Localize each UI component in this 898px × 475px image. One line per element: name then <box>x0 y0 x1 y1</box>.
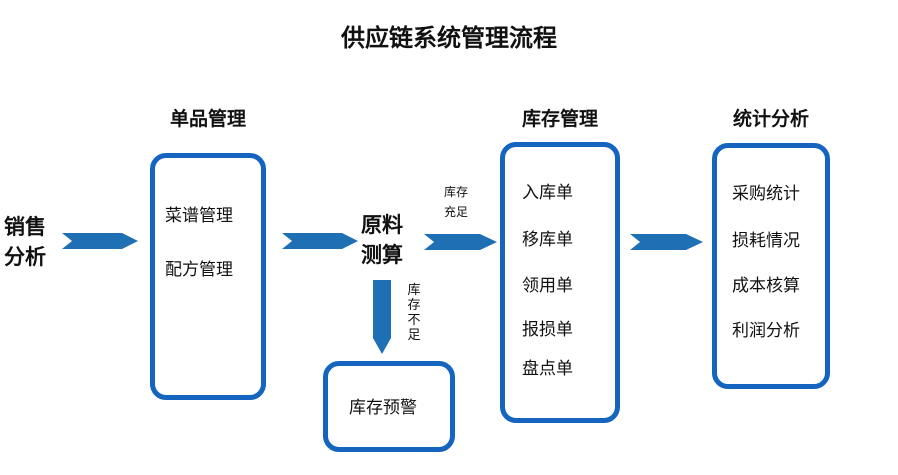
product-management-box: 菜谱管理 配方管理 <box>150 153 266 400</box>
stock-insufficient-char: 足 <box>407 328 421 343</box>
stock-insufficient-label: 库 存 不 足 <box>406 283 422 343</box>
stock-insufficient-char: 不 <box>407 313 421 328</box>
stock-insufficient-char: 存 <box>407 298 421 313</box>
statistics-analysis-box: 采购统计 损耗情况 成本核算 利润分析 <box>712 143 830 389</box>
arrow-sales-to-product <box>62 233 138 249</box>
sales-analysis-line2: 分析 <box>4 244 46 269</box>
inventory-item: 盘点单 <box>522 359 573 379</box>
stock-sufficient-label: 库存 充足 <box>440 182 472 222</box>
stock-alert-label: 库存预警 <box>349 398 417 418</box>
stock-sufficient-line1: 库存 <box>443 185 468 199</box>
stock-alert-box: 库存预警 <box>323 361 455 452</box>
product-item: 菜谱管理 <box>165 206 233 226</box>
inventory-management-heading: 库存管理 <box>521 108 598 130</box>
inventory-management-box: 入库单 移库单 领用单 报损单 盘点单 <box>500 142 620 423</box>
stock-insufficient-char: 库 <box>407 283 421 298</box>
material-calculation-line2: 测算 <box>361 242 403 267</box>
stats-item: 损耗情况 <box>732 231 800 251</box>
sales-analysis-label: 销售 分析 <box>4 212 46 272</box>
product-management-heading: 单品管理 <box>169 108 246 130</box>
inventory-item: 入库单 <box>522 183 573 203</box>
inventory-item: 移库单 <box>522 230 573 250</box>
product-item: 配方管理 <box>165 260 233 280</box>
arrow-calc-to-inventory <box>424 234 497 250</box>
arrow-calc-to-alert <box>373 280 391 354</box>
stats-item: 采购统计 <box>732 184 800 204</box>
arrow-inventory-to-stats <box>630 234 703 250</box>
stats-item: 利润分析 <box>732 321 800 341</box>
stats-item: 成本核算 <box>732 276 800 296</box>
inventory-item: 报损单 <box>522 320 573 340</box>
statistics-analysis-heading: 统计分析 <box>732 108 809 130</box>
diagram-title: 供应链系统管理流程 <box>341 24 557 52</box>
arrow-product-to-calc <box>282 233 358 249</box>
material-calculation-line1: 原料 <box>361 212 403 237</box>
inventory-item: 领用单 <box>522 276 573 296</box>
material-calculation-label: 原料 测算 <box>361 210 403 270</box>
stock-sufficient-line2: 充足 <box>443 205 468 219</box>
sales-analysis-line1: 销售 <box>4 214 46 239</box>
